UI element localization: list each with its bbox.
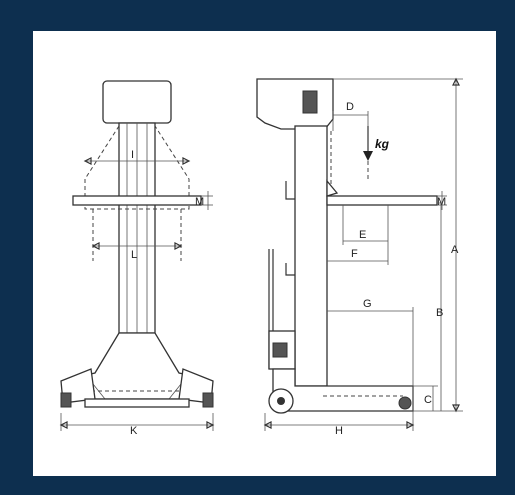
front-motor-head: [102, 80, 172, 124]
dim-label-H: H: [335, 425, 343, 437]
dim-label-M-front: M: [195, 196, 204, 208]
dim-label-K: K: [130, 425, 138, 437]
dim-label-L: L: [131, 249, 137, 261]
side-fork: [326, 195, 438, 206]
dim-label-E: E: [359, 229, 366, 241]
front-left-foot: [60, 392, 72, 408]
dim-label-I: I: [131, 149, 134, 161]
front-base-housing: [80, 332, 194, 400]
side-base: [272, 368, 414, 412]
side-rear-wheel: [398, 396, 412, 410]
dim-label-A: A: [451, 244, 459, 256]
dim-label-M-side: M: [437, 196, 446, 208]
front-right-foot: [202, 392, 214, 408]
front-view: I L M K: [59, 80, 215, 437]
front-carriage-envelope: [84, 125, 190, 210]
dim-label-B: B: [436, 307, 443, 319]
dim-label-D: D: [346, 101, 354, 113]
side-motor-head: [256, 78, 334, 130]
load-label-kg: kg: [375, 137, 390, 151]
dim-label-F: F: [351, 248, 358, 260]
front-fork-bar: [72, 195, 202, 206]
drawing-sheet: I L M K: [33, 31, 496, 476]
dim-label-C: C: [424, 394, 432, 406]
side-mast: [294, 125, 328, 387]
dim-label-G: G: [363, 298, 372, 310]
lift-technical-drawing: I L M K: [59, 77, 463, 437]
side-view: kg D E F G: [256, 77, 463, 437]
